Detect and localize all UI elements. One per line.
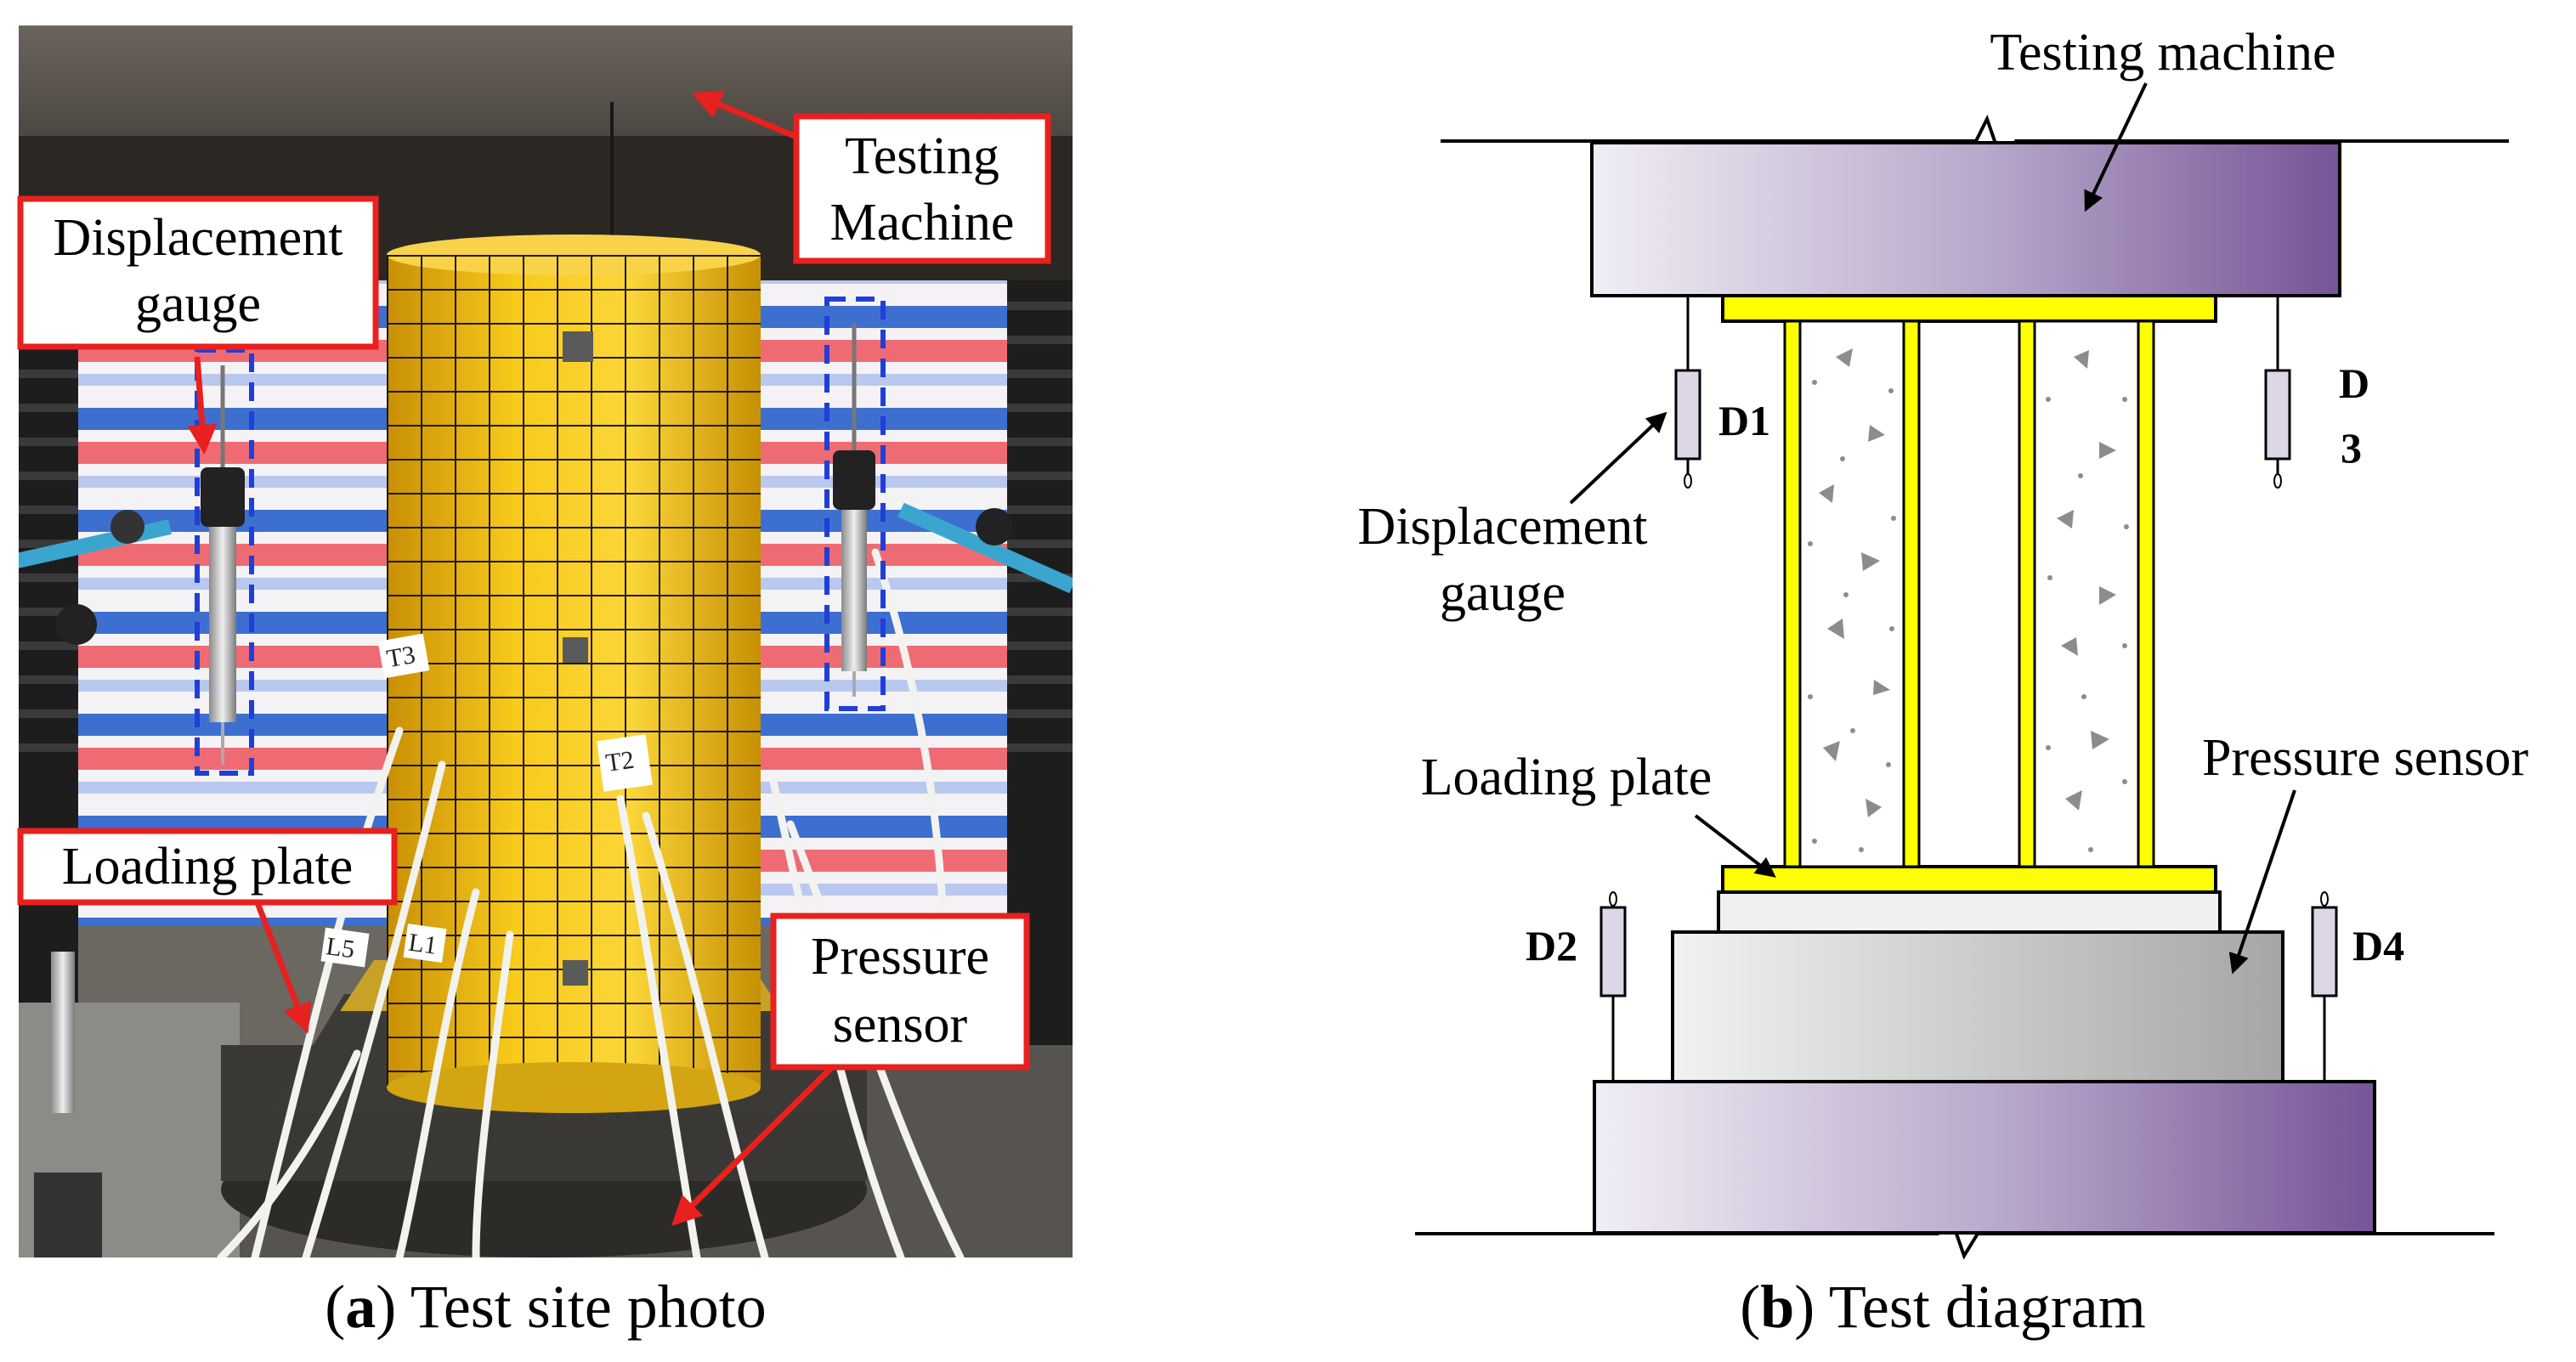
leader-arrows	[1569, 82, 2296, 975]
label-loading-plate: Loading plate	[1421, 749, 1713, 806]
label-d3-line1: D	[2339, 359, 2369, 407]
caption-a-text: Test site photo	[396, 1273, 767, 1341]
callout-displacement-gauge-line1: Displacement	[54, 209, 343, 267]
base-plate	[1717, 890, 2222, 934]
caption-b-letter: b	[1760, 1273, 1794, 1341]
callout-testing-machine-line1: Testing	[845, 127, 999, 185]
test-site-photo: T3 T2 L5 L1	[17, 25, 1073, 1341]
concrete-core-right	[2033, 319, 2140, 868]
label-d4: D4	[2352, 922, 2404, 969]
callout-testing-machine-line2: Machine	[830, 194, 1015, 251]
caption-a-letter: a	[345, 1273, 376, 1341]
callout-loading-plate-label: Loading plate	[62, 838, 354, 896]
callout-displacement-gauge-line2: gauge	[135, 275, 261, 333]
gauge-highlight-right	[824, 297, 886, 711]
caption-a: (a) Test site photo	[325, 1273, 767, 1341]
caption-b-text: Test diagram	[1815, 1273, 2146, 1341]
callout-arrows	[187, 90, 835, 1226]
pressure-sensor-block	[1671, 930, 2284, 1083]
concrete-core-left	[1798, 319, 1905, 868]
gauge-highlight-left	[195, 348, 254, 776]
gauge-d1	[1674, 296, 1701, 489]
label-displacement-gauge-line1: Displacement	[1358, 498, 1648, 556]
machine-column-left	[19, 280, 78, 1045]
gauge-d2	[1599, 891, 1627, 1082]
label-displacement-gauge-line2: gauge	[1440, 564, 1565, 622]
label-d3-line2: 3	[2341, 424, 2362, 472]
tag-t2: T2	[604, 746, 637, 777]
steel-tube-section	[1783, 319, 2155, 868]
photo-gauge-corner	[34, 952, 102, 1257]
tag-t3: T3	[385, 641, 418, 673]
photo-gauge-left	[19, 365, 245, 765]
photo-gauge-right	[833, 323, 1073, 697]
label-d2: D2	[1526, 922, 1577, 969]
aggregate-marks	[1808, 348, 2129, 852]
callout-testing-machine: Testing Machine	[793, 113, 1051, 264]
label-d1: D1	[1718, 397, 1770, 444]
label-testing-machine: Testing machine	[1990, 24, 2335, 82]
label-pressure-sensor: Pressure sensor	[2202, 729, 2528, 787]
bottom-loading-plate	[1721, 865, 2217, 894]
caption-b: (b) Test diagram	[1740, 1273, 2146, 1341]
top-loading-plate	[1721, 294, 2217, 323]
callout-pressure-sensor-line1: Pressure	[811, 928, 989, 986]
testing-machine-upper-block	[1590, 141, 2341, 297]
tag-l5: L5	[325, 932, 357, 964]
gauge-d4	[2311, 891, 2338, 1082]
callout-pressure-sensor-line2: sensor	[833, 996, 968, 1054]
testing-machine-lower-block	[1593, 1080, 2376, 1235]
tag-l1: L1	[407, 929, 439, 960]
cfst-specimen	[387, 235, 761, 1113]
callout-loading-plate: Loading plate	[17, 828, 398, 906]
gauge-d3	[2264, 296, 2291, 489]
callout-displacement-gauge: Displacement gauge	[17, 195, 379, 350]
test-diagram: D1 D 3 D2 D4 Testing machine Displacemen…	[1358, 24, 2529, 1341]
machine-column-right	[1007, 280, 1073, 1045]
callout-pressure-sensor: Pressure sensor	[770, 913, 1030, 1071]
